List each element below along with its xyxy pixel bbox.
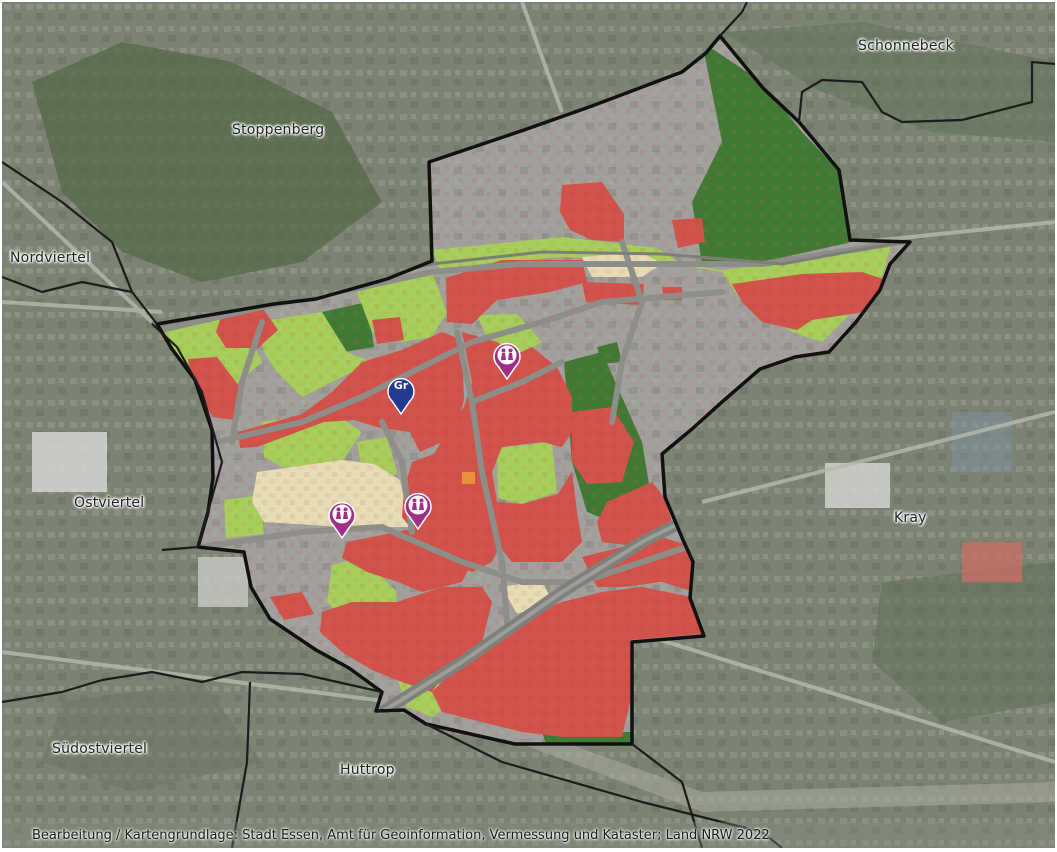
family-icon [328, 501, 356, 539]
place-label-nordviertel: Nordviertel [10, 250, 91, 266]
family-icon [404, 492, 432, 530]
family-marker[interactable] [492, 340, 522, 380]
place-label-kray: Kray [894, 510, 927, 526]
map-credit: Bearbeitung / Kartengrundlage: Stadt Ess… [32, 828, 770, 843]
family-marker[interactable] [403, 490, 433, 530]
gr-marker[interactable]: Gr [386, 375, 416, 415]
family-icon [493, 342, 521, 380]
place-label-huttrop: Huttrop [340, 762, 395, 778]
place-label-schonnebeck: Schonnebeck [858, 38, 954, 54]
place-label-stoppenberg: Stoppenberg [232, 122, 325, 138]
place-label-ostviertel: Ostviertel [74, 495, 145, 511]
district-boundary [155, 34, 912, 746]
place-label-suedostviertel: Südostviertel [52, 741, 148, 757]
gr-marker-icon [387, 377, 415, 415]
gr-marker-label: Gr [393, 379, 409, 392]
family-marker[interactable] [327, 499, 357, 539]
